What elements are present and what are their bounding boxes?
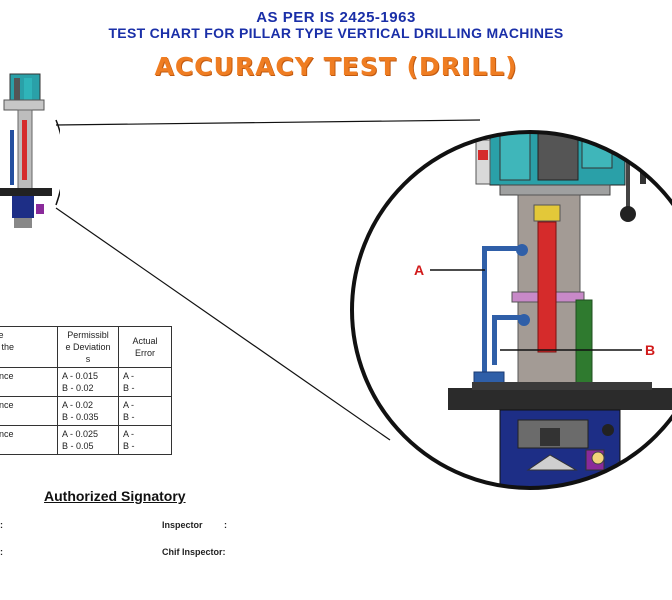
authorized-signatory-heading: Authorized Signatory: [44, 488, 186, 504]
table-header-row: ut of the aper of the ndle. Permissibl e…: [0, 326, 172, 368]
magnified-drill-view: [350, 130, 672, 490]
left-label-1: :: [0, 520, 3, 530]
machine-thumbnail: [0, 73, 60, 228]
row-actual[interactable]: A - B -: [118, 425, 172, 455]
row-distance: n Distance: [0, 425, 58, 455]
marker-a: A: [414, 262, 425, 278]
row-distance: n Distance: [0, 367, 58, 397]
row-distance: n Distance: [0, 396, 58, 426]
row-permissible: A - 0.025 B - 0.05: [57, 425, 119, 455]
header-actual-error: Actual Error: [118, 326, 172, 368]
header-runout: ut of the aper of the ndle.: [0, 326, 58, 368]
chart-subtitle: TEST CHART FOR PILLAR TYPE VERTICAL DRIL…: [108, 25, 564, 41]
header-permissible: Permissibl e Deviation s: [57, 326, 119, 368]
table-row: n Distance A - 0.015 B - 0.02 A - B -: [0, 367, 172, 397]
inspector-colon: :: [224, 520, 227, 530]
row-actual[interactable]: A - B -: [118, 396, 172, 426]
table-row: n Distance A - 0.02 B - 0.035 A - B -: [0, 396, 172, 426]
row-actual[interactable]: A - B -: [118, 367, 172, 397]
marker-b: B: [645, 342, 656, 358]
left-label-2: :: [0, 547, 3, 557]
table-row: n Distance A - 0.025 B - 0.05 A - B -: [0, 425, 172, 455]
inspector-label: Inspector: [162, 520, 203, 530]
page-title: ACCURACY TEST (DRILL): [154, 52, 518, 81]
row-permissible: A - 0.015 B - 0.02: [57, 367, 119, 397]
standard-heading: AS PER IS 2425-1963: [256, 9, 416, 26]
row-permissible: A - 0.02 B - 0.035: [57, 396, 119, 426]
chief-inspector-label: Chif Inspector:: [162, 547, 226, 557]
deviation-table: ut of the aper of the ndle. Permissibl e…: [0, 326, 172, 455]
